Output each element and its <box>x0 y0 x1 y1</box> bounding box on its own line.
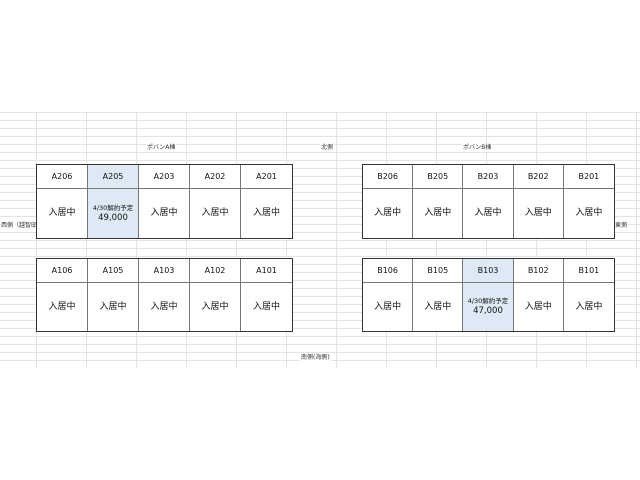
room-status: 入居中 <box>252 301 280 312</box>
room-status: 入居中 <box>514 283 564 331</box>
room-id: B105 <box>413 259 464 283</box>
vacancy-note: 4/30解約予定 <box>92 203 134 212</box>
room-status: 入居中 <box>252 208 280 218</box>
vacancy-cell: 4/30解約予定 47,000 <box>463 283 514 331</box>
room-id: B205 <box>413 165 464 189</box>
room-id: A106 <box>37 259 88 283</box>
block-a-upper: A206 A205 A203 A202 A201 入居中 4/30解約予定 49… <box>36 164 293 239</box>
room-status: 入居中 <box>139 189 190 238</box>
room-id: B101 <box>563 259 614 283</box>
room-status: 入居中 <box>463 189 514 238</box>
room-status: 入居中 <box>190 283 241 331</box>
room-id: B203 <box>463 165 514 189</box>
rent-price: 49,000 <box>98 212 128 223</box>
vacancy-note: 4/30解約予定 <box>467 297 509 305</box>
room-status: 入居中 <box>88 283 139 331</box>
room-id: B106 <box>363 259 414 283</box>
room-status: 入居中 <box>514 189 564 238</box>
room-status: 入居中 <box>413 189 464 238</box>
east-label: 東側 <box>614 222 629 230</box>
north-label: 北側 <box>320 144 335 152</box>
block-a-lower: A106 A105 A103 A102 A101 入居中 入居中 入居中 入居中… <box>36 258 293 332</box>
room-id: B202 <box>513 165 564 189</box>
south-label: 南側(海側) <box>300 354 331 362</box>
building-b-label: ポバンB棟 <box>462 144 493 152</box>
room-status: 入居中 <box>363 189 414 238</box>
room-id: A206 <box>37 165 88 189</box>
room-status: 入居中 <box>139 283 190 331</box>
west-label: 西側（越智邸側） <box>0 222 51 230</box>
vacancy-cell: 4/30解約予定 49,000 <box>88 189 139 238</box>
room-id: B102 <box>513 259 564 283</box>
room-id: B201 <box>563 165 614 189</box>
room-status: 入居中 <box>37 283 88 331</box>
room-id: A205 <box>88 165 139 189</box>
room-status: 入居中 <box>363 283 414 331</box>
building-a-label: ポバンA棟 <box>146 144 177 152</box>
room-id: A101 <box>241 259 292 283</box>
room-id: A203 <box>139 165 190 189</box>
room-id: A103 <box>139 259 190 283</box>
room-status: 入居中 <box>37 189 88 238</box>
room-status: 入居中 <box>190 189 241 238</box>
room-id: B103 <box>463 259 514 283</box>
room-id: A201 <box>241 165 292 189</box>
room-status: 入居中 <box>413 283 464 331</box>
room-id: B206 <box>363 165 414 189</box>
room-id: A105 <box>88 259 139 283</box>
room-status: 入居中 <box>575 301 603 312</box>
block-b-upper: B206 B205 B203 B202 B201 入居中 入居中 入居中 入居中… <box>362 164 615 239</box>
room-status: 入居中 <box>575 208 603 218</box>
room-id: A202 <box>190 165 241 189</box>
room-id: A102 <box>190 259 241 283</box>
rent-price: 47,000 <box>473 306 503 316</box>
block-b-lower: B106 B105 B103 B102 B101 入居中 入居中 4/30解約予… <box>362 258 615 332</box>
